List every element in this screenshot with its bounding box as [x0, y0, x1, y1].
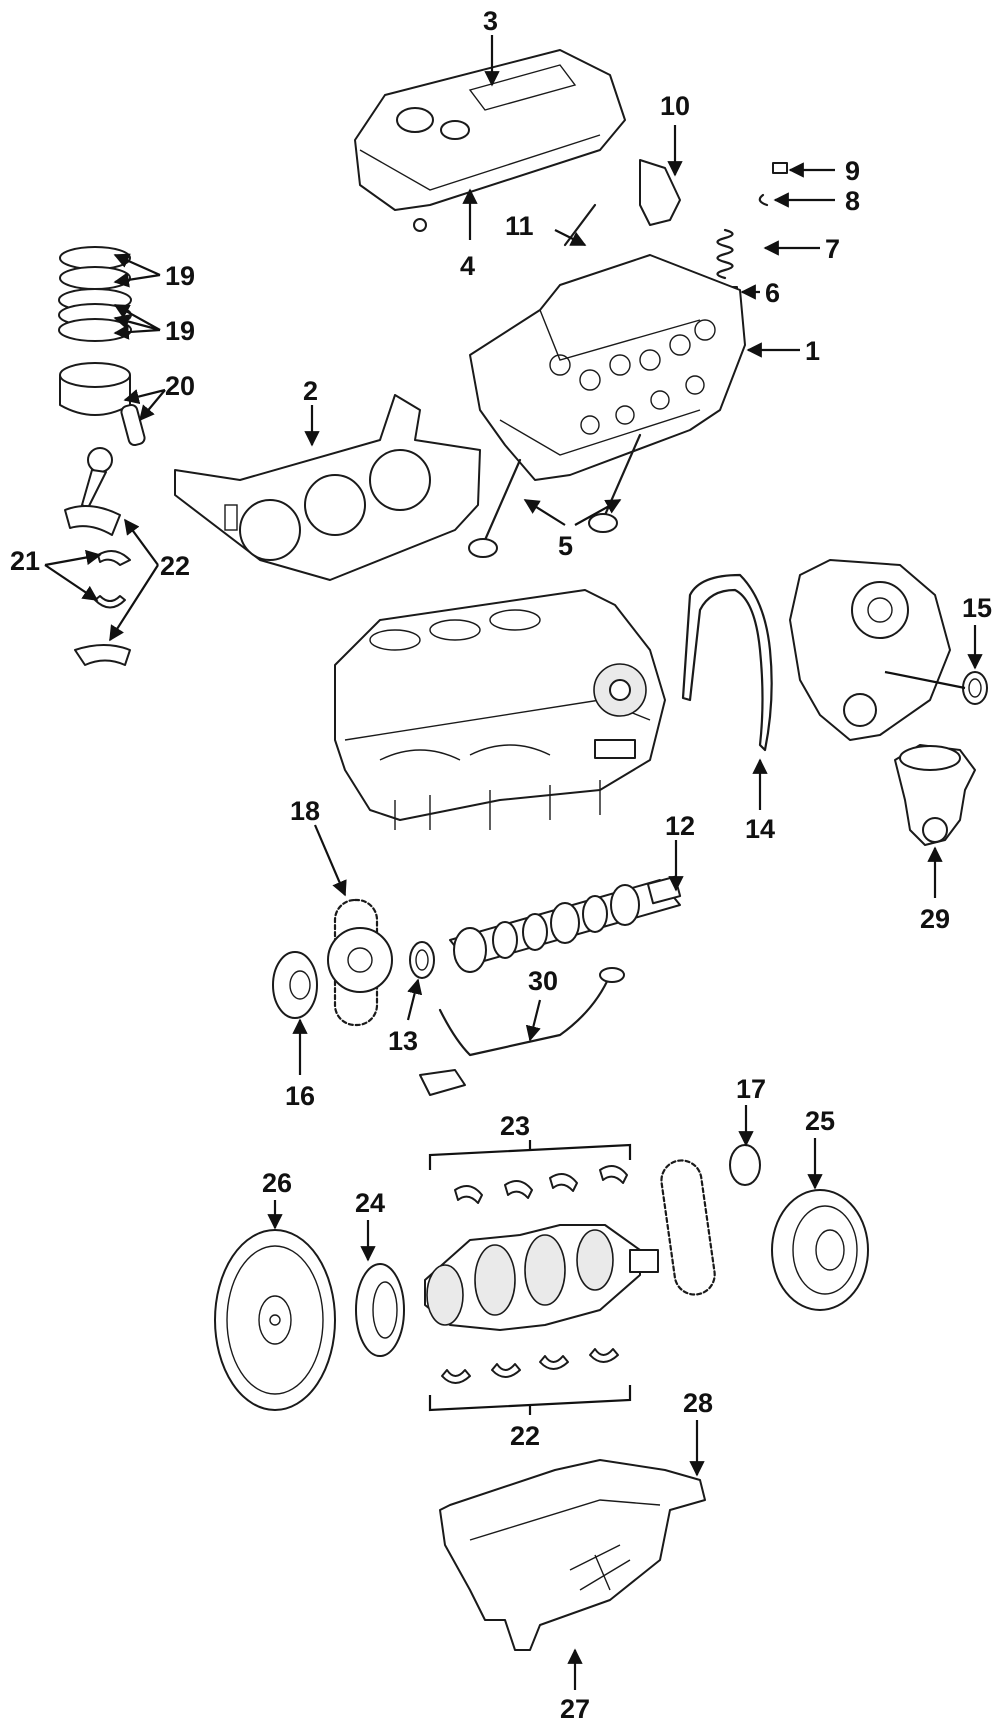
main-bearings-lower [441, 1348, 619, 1384]
callout-7: 7 [825, 234, 840, 264]
piston [59, 362, 146, 447]
timing-cover [789, 559, 951, 741]
callout-17: 17 [736, 1074, 766, 1104]
cam-bearing [409, 941, 435, 979]
engine-block [334, 589, 666, 830]
callout-10: 10 [660, 91, 690, 121]
callout-16: 16 [285, 1081, 315, 1111]
callout-26: 25 [805, 1106, 835, 1136]
valve-spring [716, 228, 734, 280]
cylinder-head [469, 254, 746, 481]
callout-23: 22 [510, 1421, 540, 1451]
callout-3: 3 [483, 6, 498, 36]
rod-bearings [94, 550, 131, 609]
valve-keeper [724, 162, 788, 298]
callout-4: 4 [460, 251, 475, 281]
valve-cover [354, 49, 626, 232]
callout-19-bottom: 19 [165, 316, 195, 346]
callout-8: 8 [845, 186, 860, 216]
callout-28: 27 [560, 1694, 590, 1724]
callout-labels: 3 10 9 8 11 4 7 6 1 2 5 19 19 20 21 22 1… [10, 6, 992, 1724]
crankshaft [424, 1224, 659, 1331]
callout-21: 21 [10, 546, 40, 576]
oil-pan [439, 1459, 706, 1651]
timing-chain [327, 898, 393, 1027]
rocker-arm [639, 159, 681, 226]
flexplate [214, 1229, 336, 1411]
oil-pump-chain [660, 1159, 716, 1296]
callout-30: 29 [920, 904, 950, 934]
rod-cap [74, 644, 131, 666]
callout-27: 26 [262, 1168, 292, 1198]
callout-13: 13 [388, 1026, 418, 1056]
connecting-rod [64, 447, 121, 536]
head-gasket [174, 394, 481, 581]
callout-11: 11 [505, 211, 534, 241]
callout-12: 12 [665, 811, 695, 841]
callout-5: 5 [558, 531, 573, 561]
callout-25: 24 [355, 1188, 385, 1218]
callout-29: 28 [683, 1388, 713, 1418]
callout-2: 2 [303, 376, 318, 406]
front-crank-seal [962, 671, 988, 705]
pushrod [563, 203, 597, 247]
callout-1: 1 [805, 336, 820, 366]
callout-22: 22 [160, 551, 190, 581]
rear-main-seal [355, 1263, 405, 1357]
callout-15: 15 [962, 593, 992, 623]
camshaft [449, 875, 682, 973]
callout-20: 20 [165, 371, 195, 401]
main-bearings-upper [454, 1165, 628, 1204]
oil-pickup-tube [419, 967, 625, 1096]
front-cover-gasket [681, 573, 773, 752]
crank-sprocket [272, 951, 318, 1019]
callout-24: 23 [500, 1111, 530, 1141]
callout-6: 6 [765, 278, 780, 308]
oil-filter-adapter [894, 744, 976, 846]
piston-rings [58, 246, 132, 342]
callout-18: 18 [290, 796, 320, 826]
callout-9: 9 [845, 156, 860, 186]
leader-lines [44, 35, 983, 1690]
oil-pump-sprocket [729, 1144, 761, 1186]
callout-14: 14 [745, 814, 775, 844]
harmonic-balancer [771, 1189, 869, 1311]
callout-19-top: 19 [165, 261, 195, 291]
callout-31: 30 [528, 966, 558, 996]
